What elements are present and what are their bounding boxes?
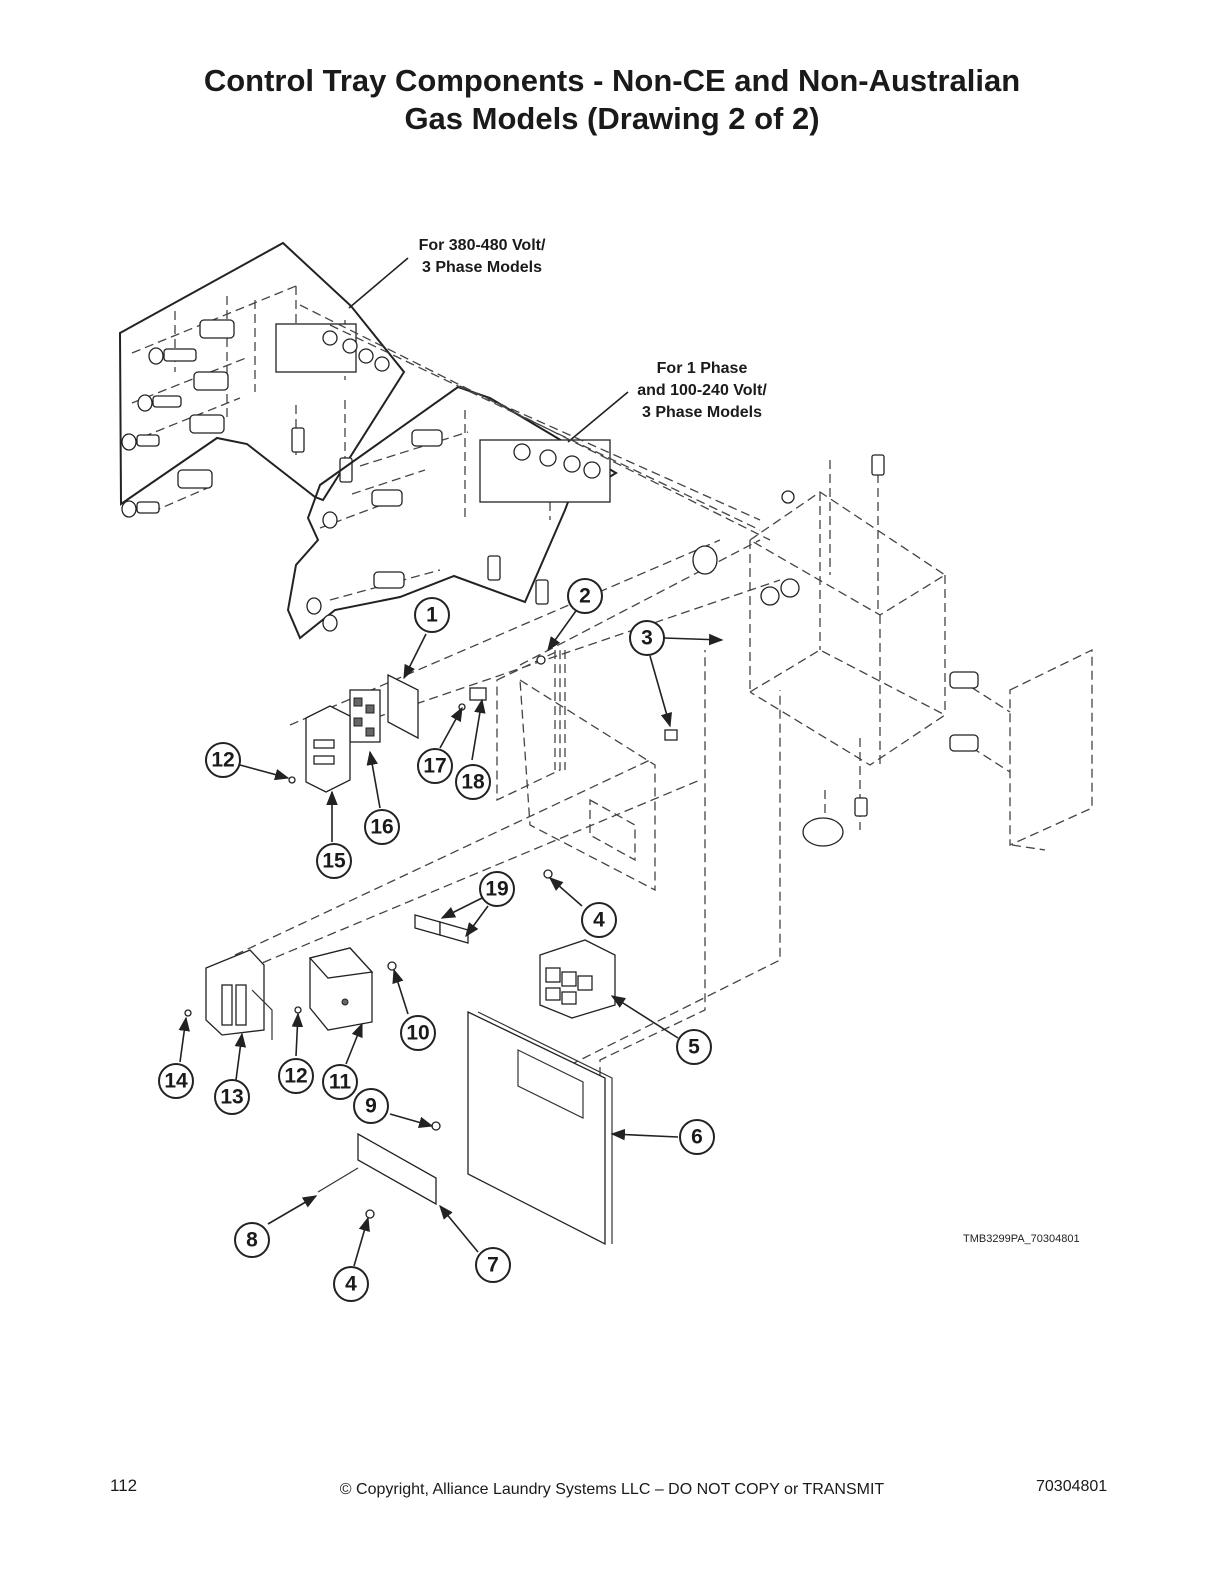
callout-7: 7 [475, 1247, 511, 1283]
callout-10: 10 [400, 1015, 436, 1051]
part-3-nut [664, 729, 678, 741]
callout-19: 19 [479, 871, 515, 907]
part-11-ignition-module [308, 947, 374, 1031]
callout-14: 14 [158, 1063, 194, 1099]
part-9-screw [431, 1121, 441, 1131]
note-380-line-2: 3 Phase Models [422, 259, 542, 276]
copyright-notice: © Copyright, Alliance Laundry Systems LL… [339, 1481, 885, 1498]
callout-18: 18 [455, 764, 491, 800]
part-6-front-panel [467, 1010, 613, 1246]
callout-3: 3 [629, 620, 665, 656]
callout-2: 2 [567, 578, 603, 614]
part-18-clip [469, 687, 487, 701]
svg-text:13: 13 [220, 1086, 243, 1109]
callout-11: 11 [322, 1064, 358, 1100]
note-380-line-1: For 380-480 Volt/ [419, 237, 546, 254]
callout-1: 1 [414, 597, 450, 633]
callout-8: 8 [234, 1222, 270, 1258]
part-15-cover [305, 705, 351, 793]
svg-text:4: 4 [345, 1273, 357, 1296]
page-title-line-1: Control Tray Components - Non-CE and Non… [203, 63, 1021, 98]
svg-text:18: 18 [461, 771, 485, 794]
note-380-480v: For 380-480 Volt/ 3 Phase Models [348, 237, 546, 309]
side-panel [949, 648, 1093, 851]
svg-text:14: 14 [164, 1070, 188, 1093]
callout-6: 6 [679, 1119, 715, 1155]
callout-15: 15 [316, 843, 352, 879]
part-7-bracket [357, 1132, 437, 1206]
part-10-screw [387, 961, 397, 971]
part-1-plate [387, 673, 419, 740]
note-1-phase: For 1 Phase and 100-240 Volt/ 3 Phase Mo… [567, 360, 767, 443]
part-8-stud [317, 1167, 359, 1193]
part-12-screw-lower [294, 1006, 302, 1014]
part-4-screw-lower [365, 1209, 375, 1219]
callout-5: 5 [676, 1029, 712, 1065]
svg-text:5: 5 [688, 1036, 700, 1059]
callout-4-lower: 4 [333, 1266, 369, 1302]
svg-text:12: 12 [284, 1065, 307, 1088]
callout-12-upper: 12 [205, 742, 241, 778]
page-number: 112 [110, 1476, 138, 1495]
callout-16: 16 [364, 809, 400, 845]
svg-text:3: 3 [641, 627, 653, 650]
part-5-contactor [539, 939, 616, 1019]
note-1ph-line-3: 3 Phase Models [642, 404, 762, 421]
svg-text:2: 2 [579, 585, 591, 608]
note-1ph-line-2: and 100-240 Volt/ [637, 382, 767, 399]
drawing-id: TMB3299PA_70304801 [963, 1233, 1080, 1245]
part-16-terminal-block [349, 689, 381, 743]
part-19-labels [414, 914, 469, 944]
svg-text:19: 19 [485, 878, 508, 901]
callout-9: 9 [353, 1088, 389, 1124]
callout-12-lower: 12 [278, 1058, 314, 1094]
part-13-transformer [205, 949, 273, 1040]
callout-17: 17 [417, 748, 453, 784]
document-number: 70304801 [1036, 1478, 1108, 1495]
svg-text:7: 7 [487, 1254, 499, 1277]
terminal-blocks-380v [121, 319, 390, 518]
svg-text:9: 9 [365, 1095, 377, 1118]
svg-text:15: 15 [322, 850, 346, 873]
page-title-line-2: Gas Models (Drawing 2 of 2) [404, 101, 820, 136]
svg-text:11: 11 [329, 1071, 352, 1094]
svg-text:16: 16 [370, 816, 393, 839]
svg-text:10: 10 [406, 1022, 429, 1045]
page-title: Control Tray Components - Non-CE and Non… [0, 62, 1224, 138]
note-1ph-line-1: For 1 Phase [657, 360, 748, 377]
mounting-plate [496, 648, 656, 892]
svg-text:17: 17 [423, 755, 446, 778]
svg-text:12: 12 [211, 749, 234, 772]
part-14-screw [184, 1009, 192, 1017]
callout-13: 13 [214, 1079, 250, 1115]
svg-text:4: 4 [593, 909, 605, 932]
terminal-blocks-1-phase [306, 429, 611, 632]
callout-4-upper: 4 [581, 902, 617, 938]
svg-text:8: 8 [246, 1229, 258, 1252]
part-2-screw [536, 655, 546, 665]
control-tray-box [692, 454, 947, 847]
detail-380-480v-outline [118, 241, 406, 518]
detail-1-phase-outline [286, 385, 618, 640]
svg-text:6: 6 [691, 1126, 703, 1149]
svg-text:1: 1 [426, 604, 438, 627]
part-4-screw-upper [543, 869, 553, 879]
part-12-screw-upper [288, 776, 296, 784]
callout-leaders [178, 607, 724, 1267]
